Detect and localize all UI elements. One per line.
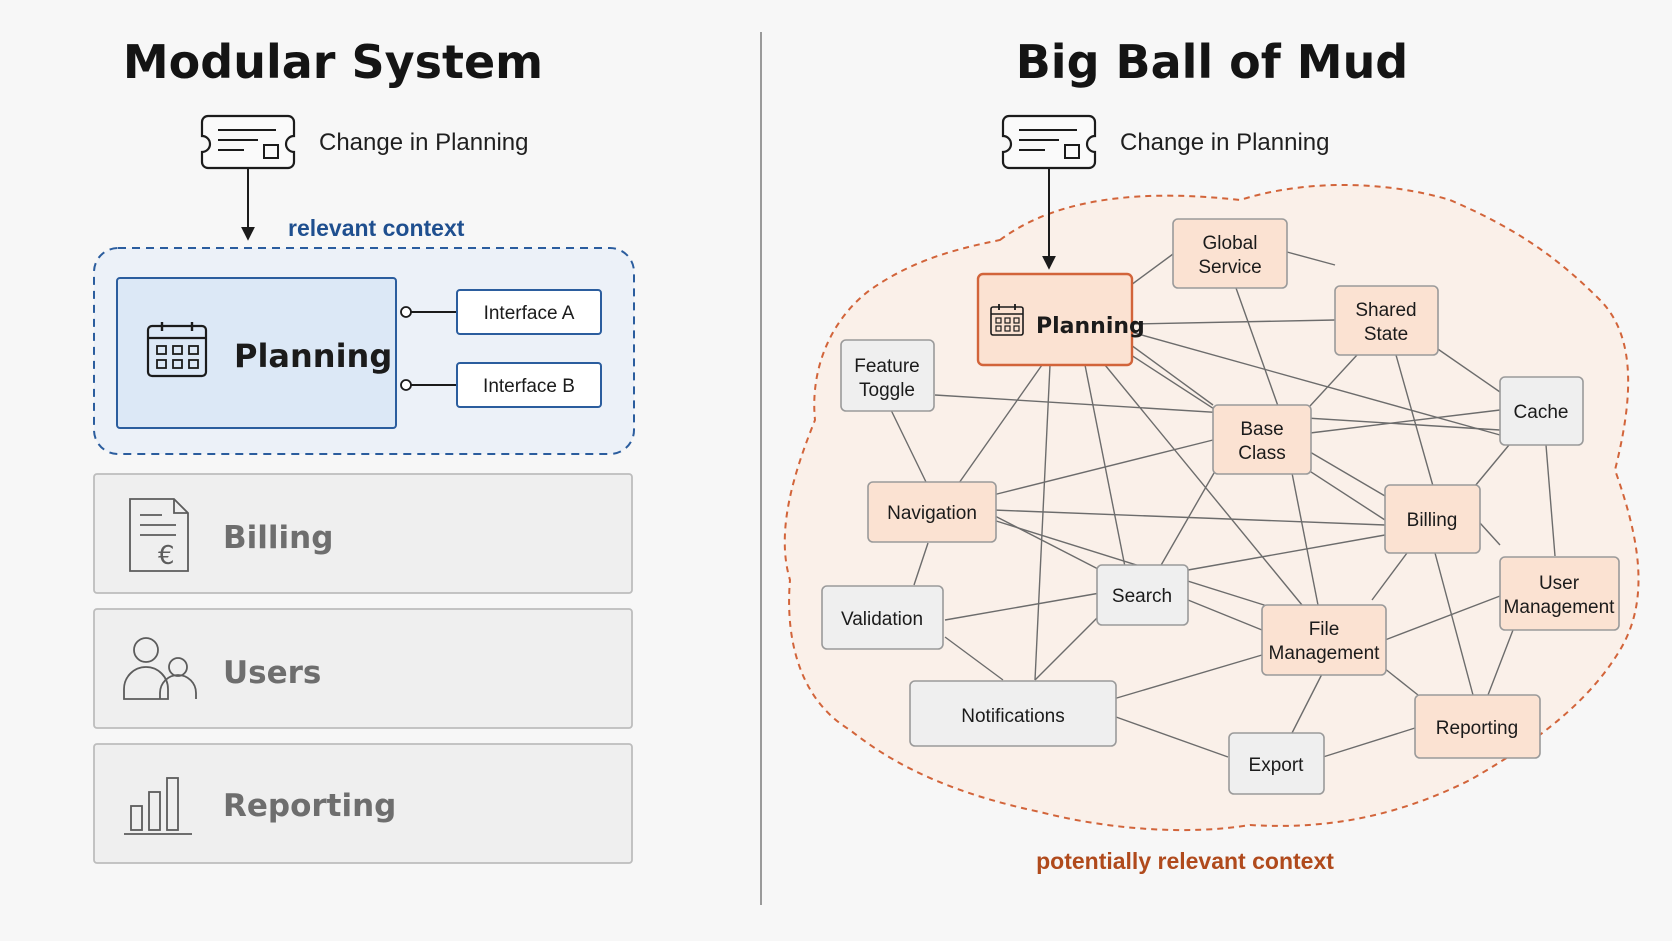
reporting-module-label: Reporting — [223, 788, 396, 824]
left-title: Modular System — [123, 35, 543, 89]
ticket-icon — [200, 114, 296, 170]
node-search-label: Search — [1112, 586, 1172, 607]
node-base-class[interactable]: Base Class — [1212, 404, 1312, 475]
node-export-label: Export — [1249, 755, 1305, 776]
node-file-management-line1: File — [1309, 619, 1340, 640]
bar-chart-icon — [124, 777, 192, 835]
node-cache[interactable]: Cache — [1499, 376, 1584, 446]
users-module-label: Users — [223, 655, 321, 691]
node-planning[interactable]: Planning — [976, 272, 1145, 367]
node-file-management-line2: Management — [1269, 643, 1381, 664]
users-module[interactable]: Users — [93, 608, 633, 729]
node-search[interactable]: Search — [1096, 564, 1189, 626]
node-validation-label: Validation — [841, 609, 923, 630]
ticket-icon-right — [1001, 114, 1097, 170]
node-feature-toggle[interactable]: Feature Toggle — [840, 339, 935, 412]
node-shared-state[interactable]: Shared State — [1334, 285, 1439, 356]
potential-context-label: potentially relevant context — [1036, 848, 1334, 874]
relevant-context-label: relevant context — [288, 215, 465, 241]
interface-b-label: Interface B — [483, 376, 575, 397]
planning-module-label: Planning — [234, 337, 392, 375]
right-title: Big Ball of Mud — [1016, 35, 1409, 89]
node-billing-label: Billing — [1407, 510, 1458, 531]
interface-a-socket — [400, 306, 412, 318]
node-user-management[interactable]: User Management — [1499, 556, 1620, 631]
calendar-icon — [146, 322, 208, 378]
interface-b-box[interactable]: Interface B — [456, 362, 602, 408]
node-validation[interactable]: Validation — [821, 585, 944, 650]
node-notifications[interactable]: Notifications — [909, 680, 1117, 747]
node-base-class-line1: Base — [1240, 419, 1283, 440]
interface-a-box[interactable]: Interface A — [456, 289, 602, 335]
billing-module-label: Billing — [223, 520, 333, 556]
node-file-management[interactable]: File Management — [1261, 604, 1387, 676]
node-global-service-line2: Service — [1198, 257, 1261, 278]
interface-a-label: Interface A — [484, 303, 575, 324]
calendar-icon-small — [990, 304, 1024, 336]
billing-module[interactable]: € Billing — [93, 473, 633, 594]
node-notifications-label: Notifications — [961, 706, 1065, 727]
node-global-service-line1: Global — [1203, 233, 1258, 254]
node-planning-label: Planning — [1036, 314, 1145, 339]
node-user-management-line2: Management — [1504, 597, 1616, 618]
node-navigation[interactable]: Navigation — [867, 481, 997, 543]
node-reporting-label: Reporting — [1436, 718, 1518, 739]
reporting-module[interactable]: Reporting — [93, 743, 633, 864]
node-global-service[interactable]: Global Service — [1172, 218, 1288, 289]
node-shared-state-line2: State — [1364, 324, 1408, 345]
node-export[interactable]: Export — [1228, 732, 1325, 795]
node-feature-toggle-line1: Feature — [854, 356, 919, 377]
left-trigger-label: Change in Planning — [319, 129, 529, 156]
invoice-euro-icon: € — [129, 498, 189, 572]
node-user-management-line1: User — [1539, 573, 1580, 594]
svg-text:€: € — [158, 541, 175, 571]
node-shared-state-line1: Shared — [1355, 300, 1416, 321]
node-reporting[interactable]: Reporting — [1414, 694, 1541, 759]
node-cache-label: Cache — [1514, 402, 1569, 423]
node-billing[interactable]: Billing — [1384, 484, 1481, 554]
node-base-class-line2: Class — [1238, 443, 1286, 464]
node-feature-toggle-line2: Toggle — [859, 380, 915, 401]
right-trigger-label: Change in Planning — [1120, 129, 1330, 156]
planning-module[interactable]: Planning — [116, 277, 397, 429]
users-icon — [123, 637, 197, 700]
interface-b-socket — [400, 379, 412, 391]
node-navigation-label: Navigation — [887, 503, 977, 524]
dependency-edges — [890, 251, 1556, 758]
